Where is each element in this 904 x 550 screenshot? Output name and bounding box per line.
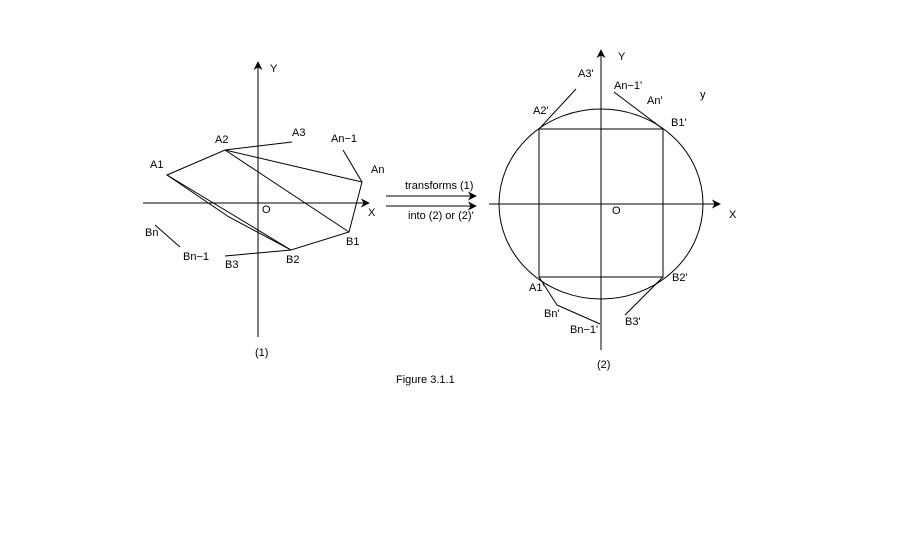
right-caption: (2): [597, 359, 610, 371]
label-b3-prime: B3': [625, 316, 641, 328]
right-small-y-label: y: [700, 89, 706, 101]
right-figure: Y y X O A3' A2' An−1' An' B1' B2' B3' A1…: [489, 49, 737, 371]
left-diagonal-a1-b2: [166, 174, 292, 251]
label-a1-prime: A1': [529, 282, 545, 294]
left-figure: Y X O A1 A2 A3 An−1 An B1 B2 B3 Bn−1 Bn …: [143, 61, 384, 359]
right-edge-bn-bn1: [556, 304, 601, 325]
left-hexagon: [165, 149, 363, 251]
label-a2-prime: A2': [533, 105, 549, 117]
left-edge-a2-a3: [224, 141, 293, 151]
label-bn-1-prime: Bn−1': [570, 324, 598, 336]
right-origin-label: O: [612, 205, 621, 217]
label-b1-prime: B1': [671, 117, 687, 129]
label-a2: A2: [215, 134, 228, 146]
transform-top-label: transforms (1): [405, 180, 473, 192]
label-b2-prime: B2': [672, 272, 688, 284]
right-edge-a2-a3: [538, 88, 577, 130]
left-diagonal-a2-b1: [224, 149, 350, 233]
right-axis-y-label: Y: [618, 51, 626, 63]
label-b3: B3: [225, 259, 238, 271]
figure-caption: Figure 3.1.1: [396, 374, 455, 386]
left-caption: (1): [255, 347, 268, 359]
right-edge-a1-bn: [538, 276, 558, 306]
left-edge-an1-an: [342, 149, 363, 183]
label-bn-prime: Bn': [544, 308, 560, 320]
label-a3-prime: A3': [578, 68, 594, 80]
left-axis-y-label: Y: [270, 63, 278, 75]
label-bn-1: Bn−1: [183, 251, 209, 263]
label-b2: B2: [286, 254, 299, 266]
left-edge-bn-bn1: [154, 224, 181, 248]
label-a1: A1: [150, 159, 163, 171]
right-edge-b2-b3: [624, 276, 664, 316]
right-axis-x-label: X: [729, 209, 737, 221]
left-edge-b3-b2: [224, 249, 292, 257]
label-an-1: An−1: [331, 133, 357, 145]
left-axis-x-label: X: [368, 207, 376, 219]
transform-arrows: transforms (1) into (2) or (2)': [386, 180, 477, 222]
left-origin-label: O: [262, 204, 271, 216]
label-an: An: [371, 164, 384, 176]
right-rectangle: [538, 128, 664, 278]
label-an-prime: An': [647, 95, 663, 107]
label-b1: B1: [346, 236, 359, 248]
label-an-1-prime: An−1': [614, 80, 642, 92]
label-a3: A3: [292, 127, 305, 139]
label-bn: Bn: [145, 227, 158, 239]
right-circle: [498, 108, 704, 300]
right-edge-an1-b1: [613, 91, 664, 130]
transform-bottom-label: into (2) or (2)': [408, 210, 474, 222]
